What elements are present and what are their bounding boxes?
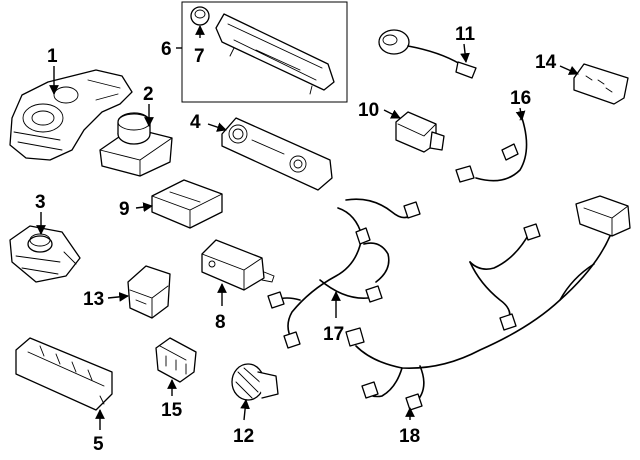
part-3-knob-assembly: [9, 225, 81, 283]
part-17-harness: [267, 198, 421, 349]
assembly-box-6-7: [181, 1, 348, 103]
part-13-sensor: [127, 265, 171, 319]
part-1-console-assembly: [9, 69, 133, 161]
leader-13: [107, 292, 129, 302]
callout-labels: 1 2 3 4 5 6 7 8 9 10 11 12 13 14 15 16 1…: [35, 24, 557, 455]
leader-11: [460, 43, 470, 63]
leader-lines: [36, 25, 579, 430]
part-6-switch-bezel: [215, 13, 335, 95]
part-10-module: [395, 111, 445, 153]
callout-6: 6: [161, 39, 172, 60]
part-8-bracket-module: [201, 239, 275, 291]
leader-4: [207, 122, 227, 132]
callout-4: 4: [190, 112, 201, 133]
callout-12: 12: [233, 426, 254, 447]
callout-18: 18: [399, 426, 420, 447]
callout-2: 2: [143, 84, 154, 105]
callout-8: 8: [215, 312, 226, 333]
part-18-harness: [345, 195, 631, 411]
part-16-harness: [455, 111, 528, 183]
part-11-sensor: [378, 29, 477, 79]
callout-17: 17: [323, 324, 344, 345]
part-7-knob: [190, 6, 210, 26]
callout-9: 9: [119, 199, 130, 220]
part-14-switch: [573, 63, 629, 105]
part-15-connector: [155, 337, 197, 383]
leader-16: [515, 107, 526, 121]
callout-11: 11: [455, 24, 476, 45]
leader-12: [240, 399, 250, 421]
callout-7: 7: [194, 46, 205, 67]
part-2-controller: [99, 112, 173, 177]
callout-13: 13: [83, 289, 104, 310]
callout-5: 5: [93, 434, 104, 455]
callout-16: 16: [510, 88, 531, 109]
callout-1: 1: [47, 46, 58, 67]
callout-3: 3: [35, 192, 46, 213]
callout-10: 10: [358, 100, 379, 121]
leader-10: [383, 109, 401, 119]
part-4-switch-panel: [221, 117, 333, 191]
part-9-module: [151, 179, 223, 229]
callout-15: 15: [161, 400, 183, 421]
leader-14: [559, 65, 579, 75]
part-5-window-switch: [15, 337, 113, 411]
part-12-cap: [231, 363, 279, 401]
callout-14: 14: [535, 52, 557, 73]
leader-9: [135, 202, 153, 212]
